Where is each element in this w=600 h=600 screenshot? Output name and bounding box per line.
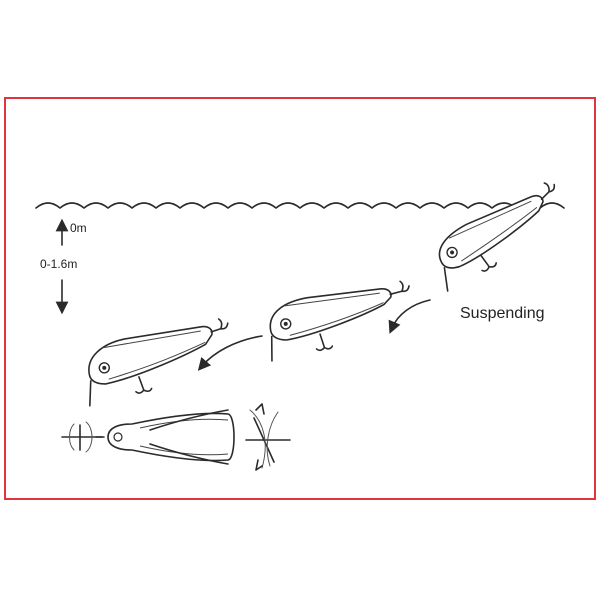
depth-range-label: 0-1.6m bbox=[40, 257, 77, 271]
action-label: Suspending bbox=[460, 305, 545, 322]
curved-arrow bbox=[197, 335, 263, 371]
curved-arrow bbox=[388, 299, 431, 334]
fishing-lure bbox=[88, 318, 229, 407]
water-surface-wave bbox=[35, 202, 565, 209]
fishing-lure bbox=[438, 182, 556, 292]
fishing-lure bbox=[95, 409, 235, 465]
red-frame bbox=[4, 97, 596, 500]
top-depth-label: 0m bbox=[70, 221, 87, 235]
fishing-lure bbox=[269, 280, 410, 362]
roll-motion-icon bbox=[245, 403, 291, 471]
